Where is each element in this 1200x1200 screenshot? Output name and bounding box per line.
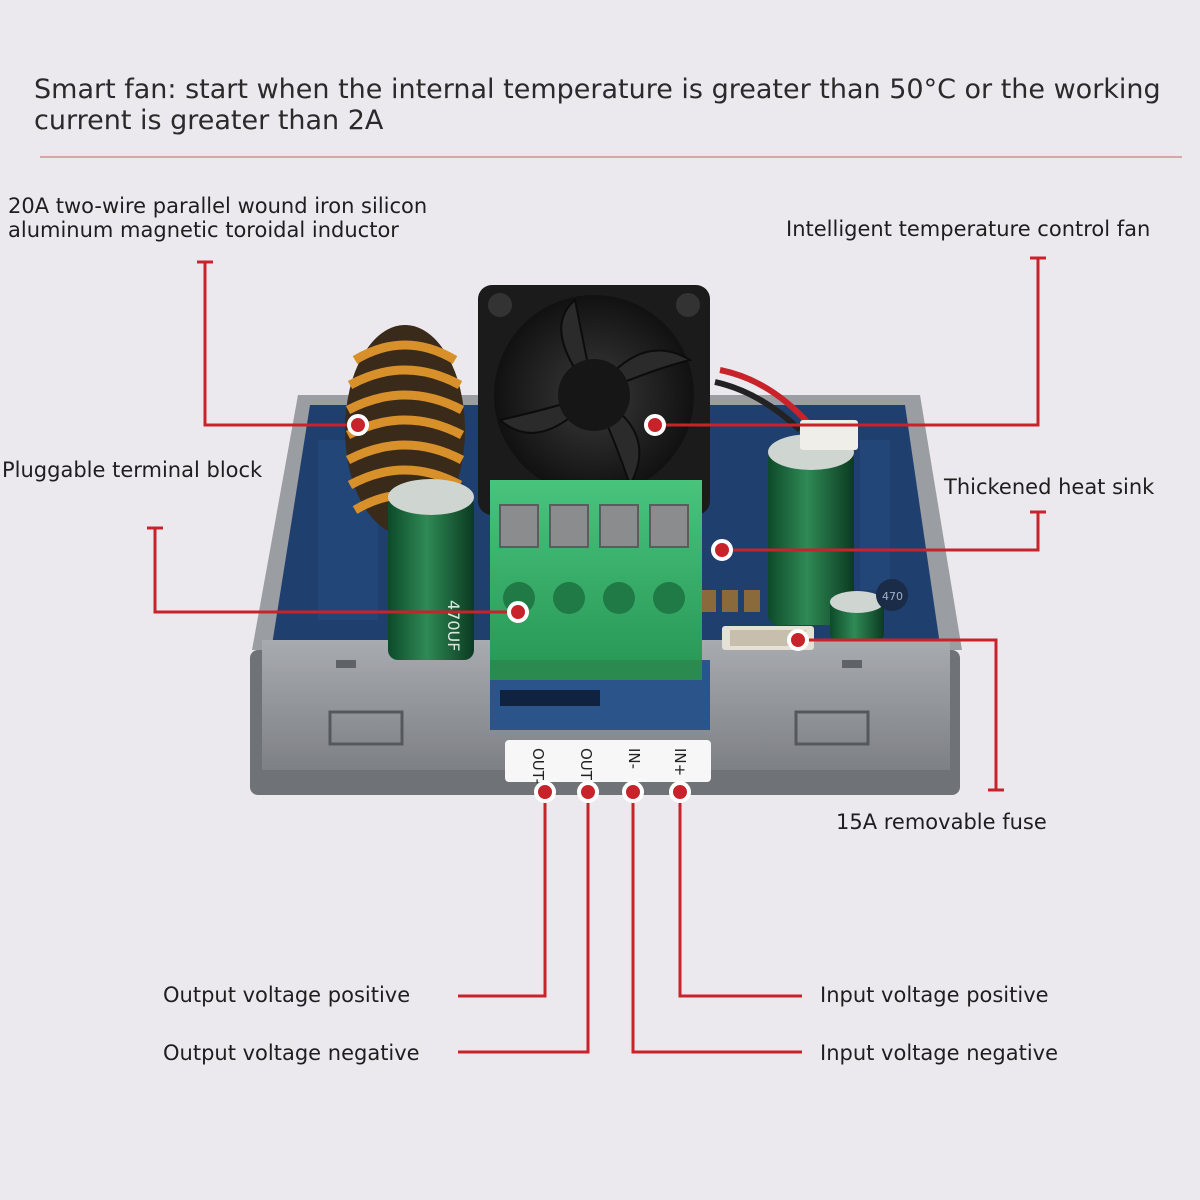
capacitor-marking: 470UF	[444, 600, 463, 651]
callout-inductor: 20A two-wire parallel wound iron silicon…	[8, 194, 428, 242]
capacitor-small: 470	[830, 579, 908, 640]
callout-output-positive: Output voltage positive	[163, 983, 411, 1007]
terminal-label-out-neg: OUT-	[529, 748, 547, 784]
terminal-label-plate: OUT- OUT+ IN- IN+	[505, 740, 711, 793]
callout-lines	[147, 256, 1046, 1054]
callout-heat-sink: Thickened heat sink	[944, 475, 1155, 499]
callout-fuse: 15A removable fuse	[836, 810, 1047, 834]
capacitor-small-marking: 470	[882, 590, 903, 603]
smart-fan-note: Smart fan: start when the internal tempe…	[34, 74, 1161, 136]
terminal-label-in-neg: IN-	[625, 748, 643, 769]
capacitor-left: 470UF	[388, 479, 474, 660]
fan-wire-red	[719, 367, 813, 427]
callout-input-positive: Input voltage positive	[820, 983, 1049, 1007]
callout-fan: Intelligent temperature control fan	[786, 217, 1151, 241]
callout-dots	[347, 414, 809, 803]
fan-wire-black	[714, 379, 803, 433]
cooling-fan	[478, 285, 710, 515]
fan-connector	[800, 420, 858, 450]
terminal-label-in-pos: IN+	[671, 748, 689, 776]
pluggable-terminal-block	[490, 480, 702, 680]
callout-terminal-block: Pluggable terminal block	[2, 458, 263, 482]
callout-output-negative: Output voltage negative	[163, 1041, 420, 1065]
header-divider	[40, 156, 1182, 158]
callout-input-negative: Input voltage negative	[820, 1041, 1059, 1065]
